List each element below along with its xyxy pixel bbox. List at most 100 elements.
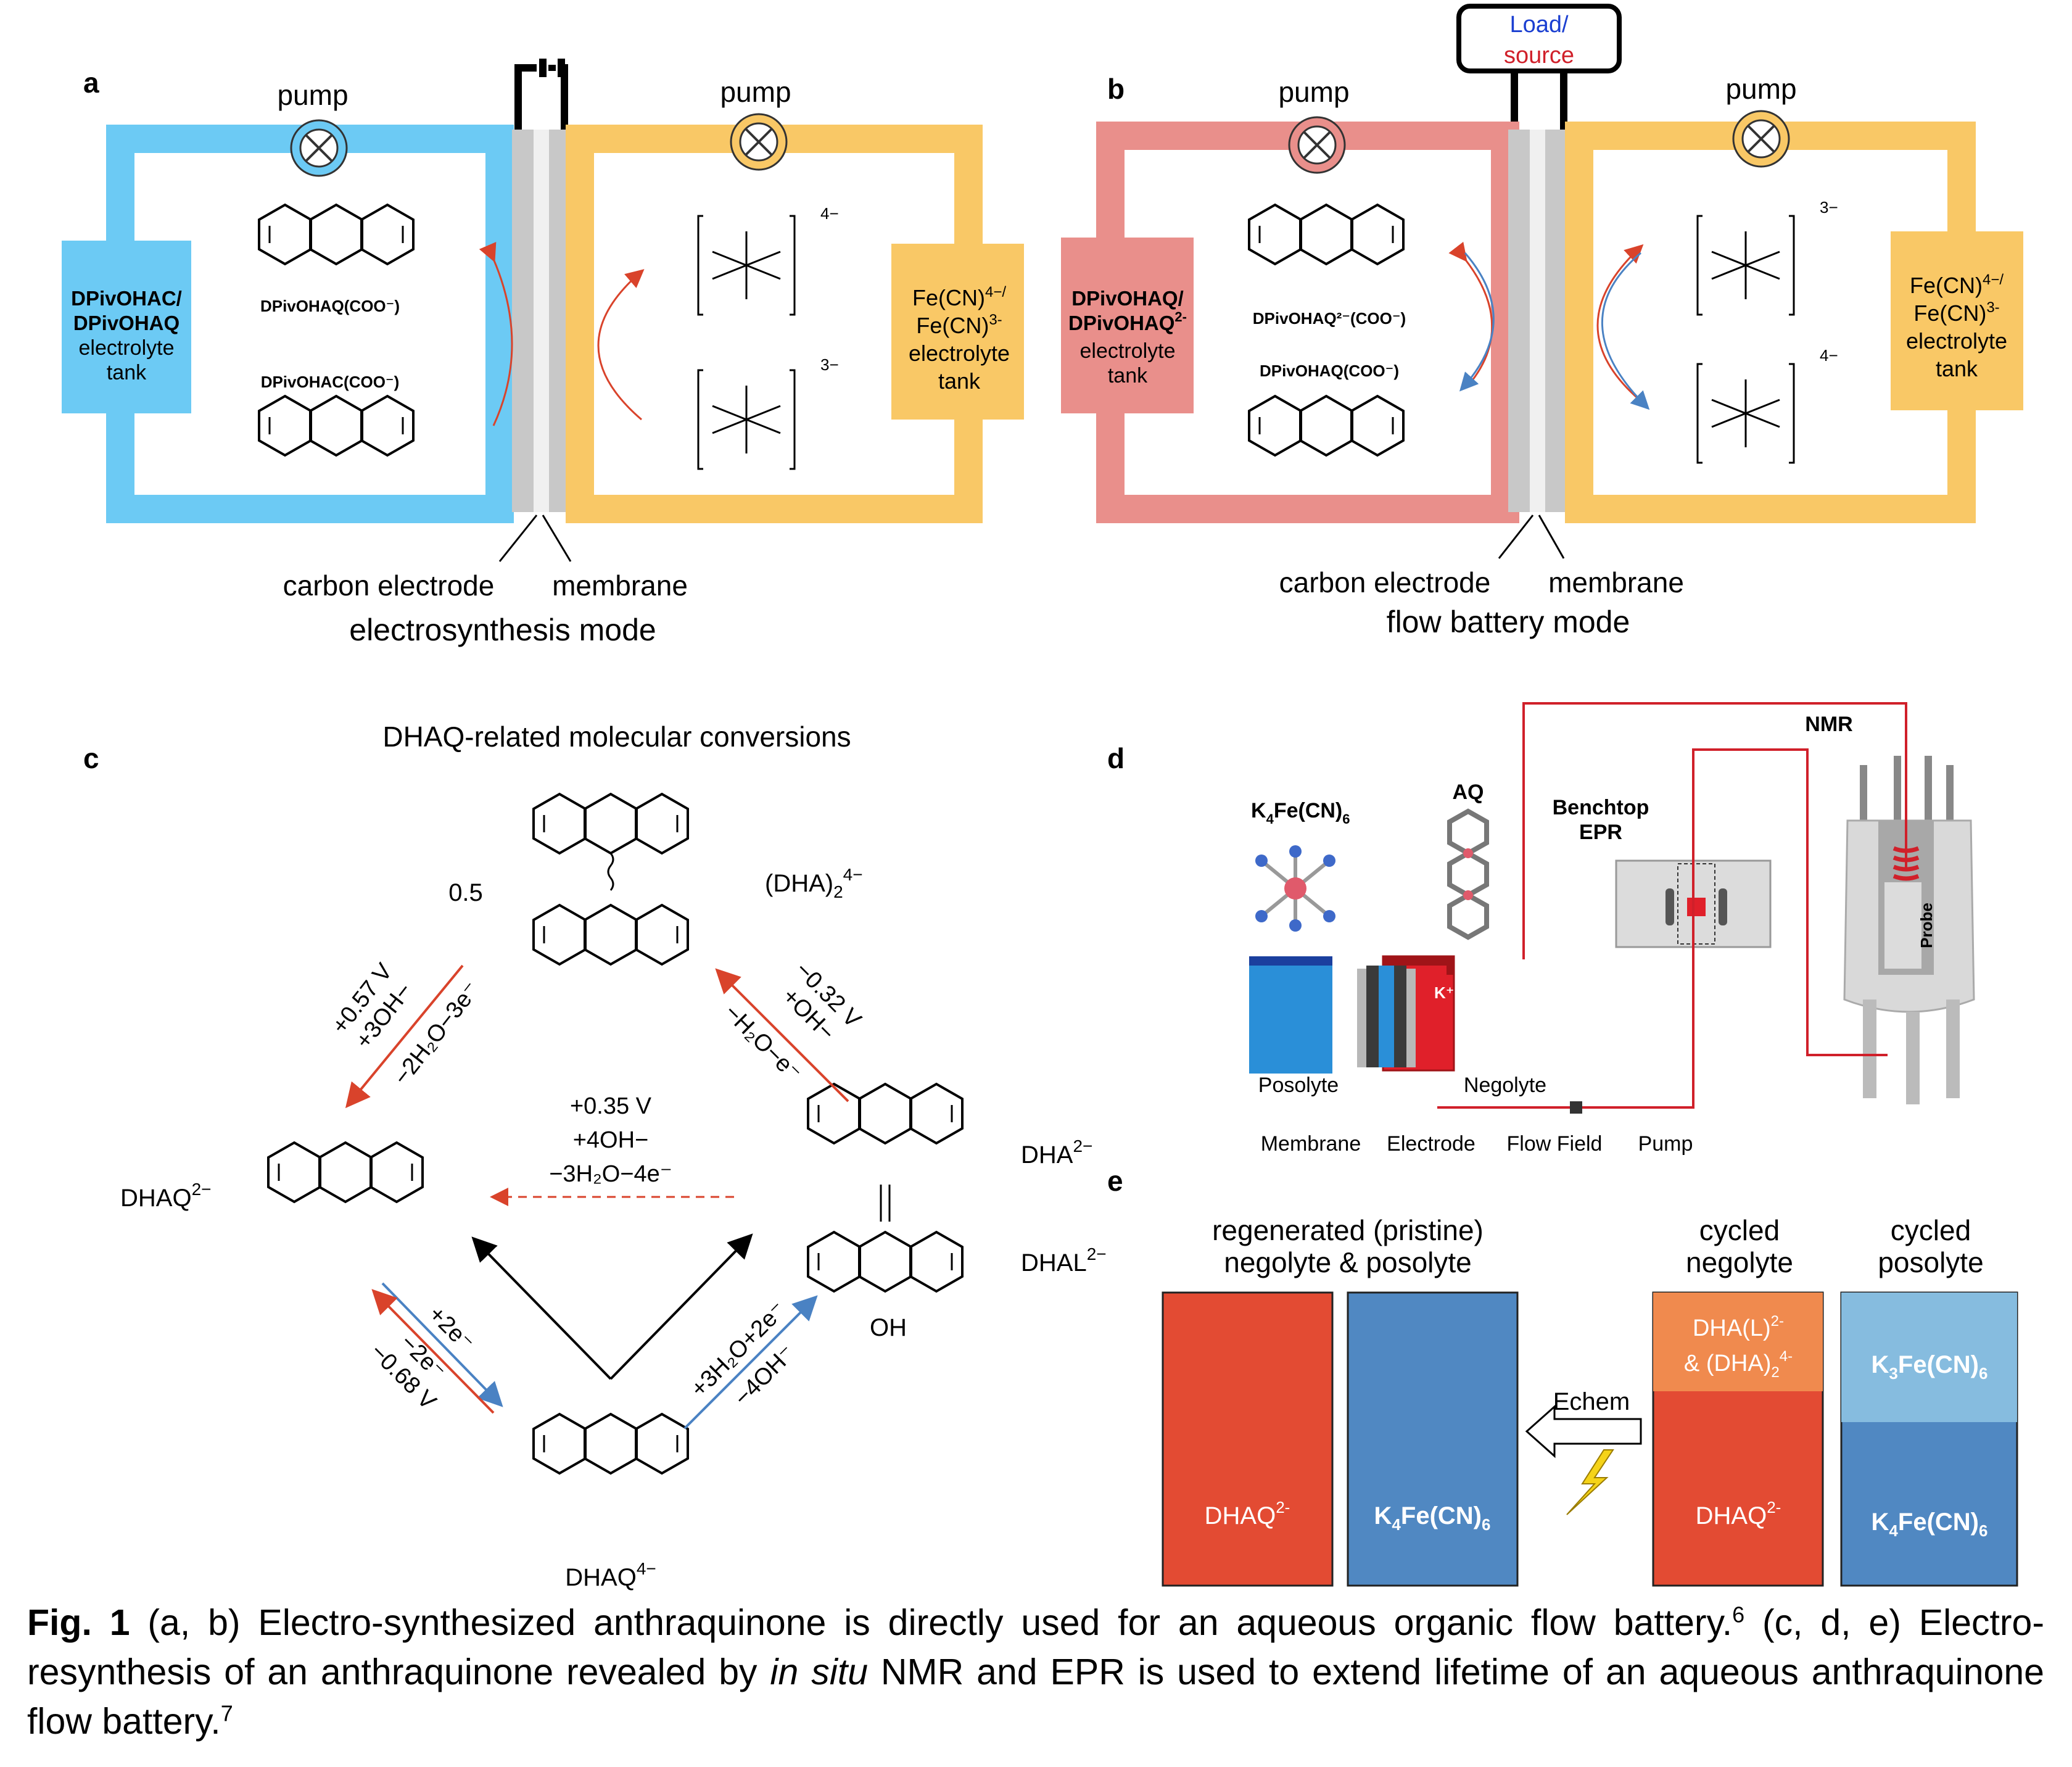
mol-b-top: DPivOHAQ²⁻(COO⁻) bbox=[1253, 309, 1406, 328]
ferricyanide-structure bbox=[697, 369, 796, 470]
dimer-upper-structure bbox=[534, 794, 688, 853]
caption-italic: in situ bbox=[770, 1652, 869, 1692]
flow-field-label: Flow Field bbox=[1507, 1132, 1603, 1156]
flow-line-to-epr bbox=[1437, 748, 1888, 1109]
posolyte-tank bbox=[891, 244, 1024, 420]
tank-a-line3: electrolyte bbox=[79, 336, 175, 360]
anthraquinone-structure bbox=[1249, 396, 1403, 455]
charge-b-bottom: 4− bbox=[1820, 346, 1838, 365]
membrane-label-d: Membrane bbox=[1261, 1132, 1361, 1156]
pump-label-a-right: pump bbox=[720, 76, 791, 108]
pump-icon bbox=[1570, 1101, 1582, 1114]
charge-a-bottom: 3− bbox=[820, 355, 839, 374]
probe-label: Probe bbox=[1917, 903, 1936, 948]
lightning-icon bbox=[1566, 1449, 1614, 1515]
flow-cell bbox=[1357, 966, 1416, 1067]
negolyte-tank bbox=[62, 241, 191, 413]
caption-part3: NMR and EPR is used to extend lifetime o… bbox=[27, 1652, 2044, 1742]
figure-caption: Fig. 1 (a, b) Electro-synthesized anthra… bbox=[27, 1598, 2044, 1746]
mode-label-b: flow battery mode bbox=[1387, 605, 1630, 639]
membrane-label-b: membrane bbox=[1548, 566, 1684, 598]
middle-label-3: −3H₂O−4e⁻ bbox=[549, 1161, 672, 1187]
tank-b-right-line2: Fe(CN)3- bbox=[1913, 299, 1999, 326]
reaction-arrow bbox=[715, 968, 849, 1103]
power-source-icon bbox=[514, 59, 568, 130]
reaction-arrow bbox=[1596, 244, 1644, 402]
echem-label: Echem bbox=[1553, 1388, 1630, 1415]
panel-b: b Load/ source DPivOHAQ/ DPivOHAQ2- elec… bbox=[1061, 4, 2023, 639]
panel-b-label: b bbox=[1107, 73, 1125, 105]
mol-a-bottom: DPivOHAC(COO⁻) bbox=[261, 373, 400, 391]
tank-a-line4: tank bbox=[107, 361, 147, 384]
cycled-posolyte-oxidized-fill bbox=[1841, 1293, 2017, 1422]
anthracene-structure bbox=[259, 396, 413, 455]
left-lower-labels: +2e⁻ −2e⁻ −0.68 V bbox=[365, 1301, 479, 1415]
pump-label-b-right: pump bbox=[1725, 73, 1796, 105]
dha-line2: & (DHA)24- bbox=[1684, 1348, 1793, 1381]
source-label: source bbox=[1504, 43, 1574, 68]
ferricyanide-structure bbox=[1696, 215, 1795, 316]
tank-b-line1: DPivOHAQ/ bbox=[1071, 287, 1184, 310]
pristine-k4-label: K4Fe(CN)6 bbox=[1374, 1502, 1491, 1534]
tank-a-right-line3: electrolyte bbox=[909, 341, 1010, 366]
panel-c-title: DHAQ-related molecular conversions bbox=[382, 721, 851, 753]
electrode-label-a: carbon electrode bbox=[283, 569, 495, 602]
cycled-negolyte-degraded-fill bbox=[1653, 1293, 1823, 1391]
pristine-dhaq-label: DHAQ2- bbox=[1205, 1498, 1290, 1529]
reaction-arrow bbox=[381, 1282, 503, 1407]
panel-e: e regenerated (pristine) negolyte & poso… bbox=[1107, 1165, 2018, 1587]
tank-b-right-line4: tank bbox=[1936, 356, 1978, 381]
middle-label-1: +0.35 V bbox=[570, 1093, 652, 1119]
panel-a-label: a bbox=[83, 67, 99, 99]
caption-part2: (c, d, e) Electro-resynthesis of an anth… bbox=[27, 1602, 2044, 1692]
dhal-structure bbox=[808, 1232, 962, 1291]
load-label: Load/ bbox=[1509, 12, 1569, 38]
electrode-label-b: carbon electrode bbox=[1279, 566, 1491, 598]
epr-label-2: EPR bbox=[1579, 821, 1622, 844]
panel-e-label: e bbox=[1107, 1165, 1123, 1197]
charge-b-top: 3− bbox=[1820, 198, 1838, 217]
nmr-label: NMR bbox=[1805, 713, 1852, 736]
panel-d-label: d bbox=[1107, 742, 1125, 774]
reaction-arrow bbox=[609, 1233, 753, 1380]
carbon-electrode-b-right bbox=[1545, 130, 1567, 512]
carbon-electrode-a-left bbox=[512, 130, 534, 512]
caption-part1: (a, b) Electro-synthesized anthraquinone… bbox=[130, 1602, 1733, 1643]
mol-b-bottom: DPivOHAQ(COO⁻) bbox=[1260, 362, 1399, 380]
posolyte-tank bbox=[1891, 231, 2023, 410]
header-pristine-2: negolyte & posolyte bbox=[1224, 1246, 1472, 1278]
flow-line-to-nmr bbox=[1522, 702, 1907, 959]
ferrocyanide-structure bbox=[697, 215, 796, 316]
pump-label-a-left: pump bbox=[277, 79, 348, 111]
reaction-arrow bbox=[471, 1236, 612, 1380]
header-pristine-1: regenerated (pristine) bbox=[1212, 1214, 1484, 1246]
tank-b-right-line3: electrolyte bbox=[1906, 328, 2007, 354]
reaction-arrow bbox=[1448, 241, 1493, 386]
membrane-a bbox=[534, 130, 549, 512]
negolyte-tank bbox=[1061, 238, 1194, 413]
cycled-k4-label: K4Fe(CN)6 bbox=[1872, 1508, 1988, 1540]
k4fecn6-ball-model bbox=[1255, 845, 1335, 932]
electrode-label-d: Electrode bbox=[1387, 1132, 1476, 1156]
cycled-dhaq-label: DHAQ2- bbox=[1696, 1498, 1781, 1529]
tank-b-line3: electrolyte bbox=[1080, 339, 1176, 363]
tank-a-right-line2: Fe(CN)3- bbox=[916, 312, 1002, 338]
reaction-arrow bbox=[1601, 252, 1650, 410]
dha-line1: DHA(L)2- bbox=[1693, 1313, 1784, 1341]
header-neg-1: cycled bbox=[1699, 1214, 1780, 1246]
aq-label: AQ bbox=[1453, 780, 1484, 804]
membrane-b bbox=[1530, 130, 1545, 512]
tank-b-right-line1: Fe(CN)4−/ bbox=[1910, 271, 2004, 298]
k-plus-label: K⁺ bbox=[1434, 983, 1455, 1002]
reaction-arrow bbox=[479, 242, 513, 426]
reaction-arrow bbox=[597, 269, 645, 421]
reaction-arrow bbox=[1459, 252, 1495, 392]
dimer-label: (DHA)24− bbox=[765, 865, 863, 901]
tank-a-line1: DPivOHAC/ bbox=[71, 287, 182, 310]
oh-label: OH bbox=[870, 1314, 907, 1341]
anthraquinone-structure bbox=[259, 205, 413, 264]
panel-d: d K4Fe(CN)6 AQ Benchtop EPR NMR bbox=[1107, 702, 1975, 1156]
caption-ref2: 7 bbox=[220, 1700, 233, 1726]
mode-label-a: electrosynthesis mode bbox=[349, 613, 656, 647]
dha-structure bbox=[808, 1084, 962, 1143]
